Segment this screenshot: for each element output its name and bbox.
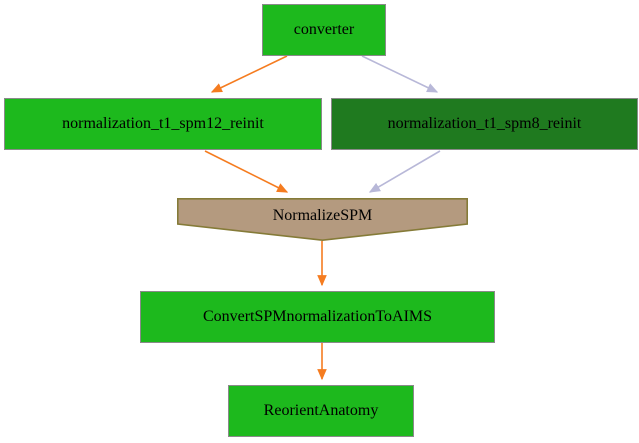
node-converter[interactable]: converter <box>262 4 386 56</box>
node-convertspmnormalizationtoaims-label: ConvertSPMnormalizationToAIMS <box>202 307 433 325</box>
node-reorientanatomy-label: ReorientAnatomy <box>263 401 379 419</box>
normalizespm-shape <box>177 198 468 241</box>
edge-spm8-to-normalizespm <box>368 150 441 193</box>
edge-spm12-to-normalizespm <box>204 150 289 193</box>
node-normalization-t1-spm12-reinit-label: normalization_t1_spm12_reinit <box>62 114 264 132</box>
node-convertspmnormalizationtoaims[interactable]: ConvertSPMnormalizationToAIMS <box>140 291 495 343</box>
node-normalization-t1-spm8-reinit[interactable]: normalization_t1_spm8_reinit <box>331 98 638 150</box>
node-normalizespm[interactable]: NormalizeSPM <box>177 198 468 241</box>
edge-converter-to-spm8 <box>361 55 439 93</box>
node-converter-label: converter <box>293 20 355 38</box>
node-normalization-t1-spm12-reinit[interactable]: normalization_t1_spm12_reinit <box>4 98 322 150</box>
node-normalizespm-label: NormalizeSPM <box>272 207 373 225</box>
node-normalization-t1-spm8-reinit-label: normalization_t1_spm8_reinit <box>387 114 582 132</box>
node-reorientanatomy[interactable]: ReorientAnatomy <box>228 385 414 437</box>
edge-converter-to-spm12 <box>210 55 288 93</box>
